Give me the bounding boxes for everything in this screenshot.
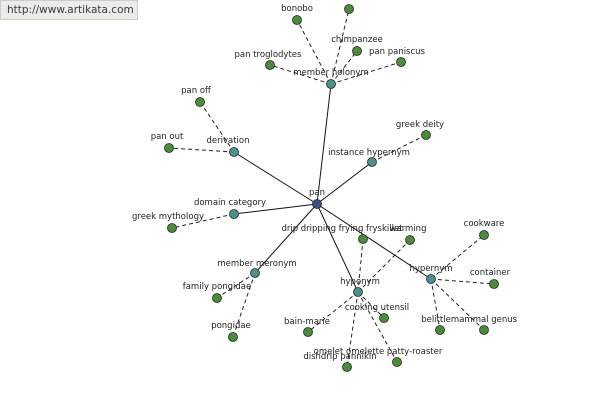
relation-edge-derivation [233, 151, 318, 205]
term-label-pan-paniscus: pan paniscus [369, 47, 426, 57]
term-label-pan-troglodytes: pan troglodytes [235, 50, 302, 60]
term-edge-greek-mythology [171, 213, 235, 229]
term-node-container[interactable] [489, 279, 499, 289]
relation-node-member-holonym[interactable] [326, 79, 336, 89]
term-node-chimpanzee[interactable] [352, 46, 362, 56]
term-node-cooking-utensil[interactable] [379, 313, 389, 323]
term-edge-bonobo [296, 19, 332, 85]
term-edge-family-pongidae [216, 272, 256, 299]
graph-nodes [164, 4, 499, 372]
relation-label-domain-category: domain category [194, 198, 266, 208]
term-node-pan-troglodytes[interactable] [265, 60, 275, 70]
term-edge-pongidae [232, 272, 256, 338]
term-edge-dishdrip-pannikin [346, 291, 359, 368]
term-label-bonobo: bonobo [281, 4, 313, 14]
relation-edge-member-meronym [254, 203, 318, 274]
term-edge-unlabeled [330, 8, 350, 85]
term-node-greek-deity[interactable] [421, 130, 431, 140]
term-node-family-pongidae[interactable] [212, 293, 222, 303]
term-edge-warming [357, 239, 411, 293]
term-node-pan-paniscus[interactable] [396, 57, 406, 67]
term-label-family-pongidae: family pongidae [183, 282, 252, 292]
term-node-unlabeled[interactable] [344, 4, 354, 14]
relation-edge-hypernym [316, 203, 432, 280]
term-node-bonobo[interactable] [292, 15, 302, 25]
relation-node-instance-hypernym[interactable] [367, 157, 377, 167]
relation-label-hypernym: hypernym [409, 264, 452, 274]
term-node-pan-out[interactable] [164, 143, 174, 153]
term-label-pan-out: pan out [151, 132, 184, 142]
root-label: pan [309, 188, 325, 198]
relation-label-member-meronym: member meronym [217, 259, 296, 269]
term-node-bain-marie[interactable] [303, 327, 313, 337]
term-label-belittle: belittle [421, 315, 451, 325]
term-node-pan-off[interactable] [195, 97, 205, 107]
relation-label-hyponym: hyponym [340, 277, 380, 287]
term-edge-pan-out [168, 147, 235, 153]
term-label-pan-off: pan off [181, 86, 212, 96]
relation-edge-instance-hypernym [316, 161, 373, 205]
root-node[interactable] [312, 199, 322, 209]
term-label-container: container [470, 268, 511, 278]
term-label-cookware: cookware [464, 219, 505, 229]
term-label-cooking-utensil: cooking utensil [345, 303, 409, 313]
term-node-greek-mythology[interactable] [167, 223, 177, 233]
relation-node-domain-category[interactable] [229, 209, 239, 219]
relation-label-member-holonym: member holonym [293, 68, 368, 78]
term-label-mammal-genus: mammal genus [451, 315, 518, 325]
term-label-bain-marie: bain-marie [284, 317, 330, 327]
graph-labels: member holonym bonobo chimpanzee pan troglo… [132, 4, 518, 362]
term-label-greek-mythology: greek mythology [132, 212, 204, 222]
relation-node-hypernym[interactable] [426, 274, 436, 284]
term-edge-pan-paniscus [330, 61, 402, 85]
term-node-omelet-omelette-patty-roaster[interactable] [392, 357, 402, 367]
relation-edge-hyponym [316, 203, 359, 293]
term-edge-belittle [430, 278, 441, 331]
term-label-greek-deity: greek deity [396, 120, 444, 130]
term-node-belittle[interactable] [435, 325, 445, 335]
term-label-dishdrip-pannikin: dishdrip pannikin [303, 352, 376, 362]
term-edge-mammal-genus [430, 278, 485, 331]
term-label-warming: warming [390, 224, 427, 234]
term-label-pongidae: pongidae [211, 321, 251, 331]
term-edge-greek-deity [371, 134, 427, 163]
term-label-drip-dripping-frying-fryskillet: drip dripping frying fryskillet [281, 224, 403, 234]
term-node-warming[interactable] [405, 235, 415, 245]
relation-label-instance-hypernym: instance hypernym [328, 148, 410, 158]
term-edge-drip-dripping-frying-fryskillet [357, 238, 364, 293]
term-edge-omelet-omelette-patty-roaster [357, 291, 398, 363]
term-edge-cooking-utensil [357, 291, 385, 319]
term-node-drip-dripping-frying-fryskillet[interactable] [358, 234, 368, 244]
relation-node-derivation[interactable] [229, 147, 239, 157]
term-edge-pan-off [199, 101, 235, 153]
term-edge-pan-troglodytes [269, 64, 332, 85]
term-node-mammal-genus[interactable] [479, 325, 489, 335]
relation-node-member-meronym[interactable] [250, 268, 260, 278]
relation-edge-domain-category [233, 203, 318, 215]
term-label-omelet-omelette-patty-roaster: omelet omelette patty-roaster [314, 347, 443, 357]
term-node-dishdrip-pannikin[interactable] [342, 362, 352, 372]
term-edge-bain-marie [307, 291, 359, 333]
term-node-cookware[interactable] [479, 230, 489, 240]
site-url-link[interactable]: http://www.artikata.com [0, 0, 138, 20]
term-node-pongidae[interactable] [228, 332, 238, 342]
graph-edges [168, 8, 495, 368]
term-edge-cookware [430, 234, 485, 280]
relation-node-hyponym[interactable] [353, 287, 363, 297]
term-edge-chimpanzee [330, 50, 358, 85]
term-label-chimpanzee: chimpanzee [331, 35, 383, 45]
term-edge-container [430, 278, 495, 285]
relation-edge-member-holonym [316, 83, 332, 205]
relation-label-derivation: derivation [206, 136, 249, 146]
